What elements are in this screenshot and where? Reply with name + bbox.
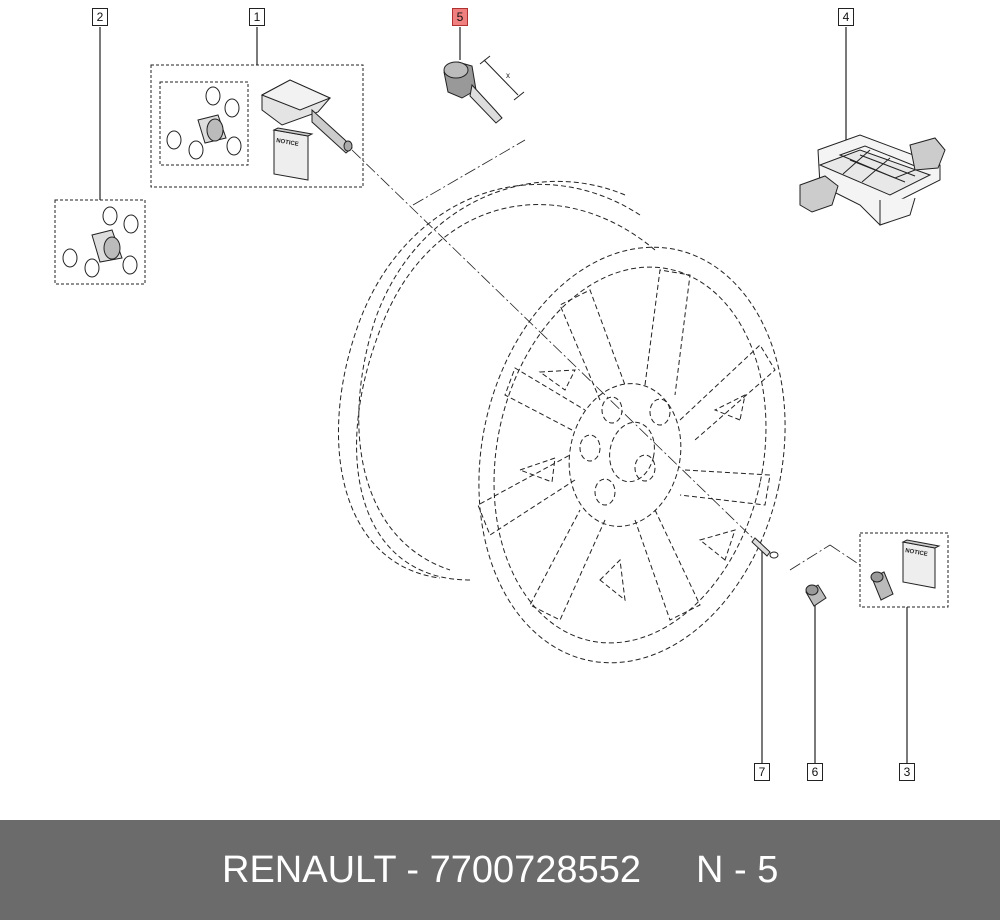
cap-kit-3-box: [859, 532, 949, 608]
callout-5: 5: [452, 8, 468, 26]
notice-booklet-label: NOTICE: [276, 138, 299, 148]
valve-part-5: [443, 55, 525, 124]
wheel-outline: [337, 180, 786, 664]
valve-stem-part-7: [751, 537, 779, 559]
seal-kit-2-box: [54, 199, 146, 285]
callout-6: 6: [807, 763, 823, 781]
exploded-parts-diagram: NOTICE NOTICE x: [54, 27, 949, 763]
part-number-footer: RENAULT - 7700728552 N - 5: [0, 820, 1000, 920]
callout-1: 1: [249, 8, 265, 26]
callout-2: 2: [92, 8, 108, 26]
control-module-part-4: [799, 134, 946, 226]
notice-booklet-label-kit3: NOTICE: [905, 548, 928, 558]
part-title: RENAULT - 7700728552: [222, 849, 641, 891]
dimension-label: x: [506, 71, 510, 80]
callout-4: 4: [838, 8, 854, 26]
part-reference: N - 5: [696, 849, 779, 891]
valve-cap-part-6: [805, 584, 827, 607]
callout-leaders: [99, 27, 908, 763]
callout-3: 3: [899, 763, 915, 781]
leader-lines: [351, 139, 861, 571]
sensor-kit-1-box: [150, 64, 364, 188]
callout-7: 7: [754, 763, 770, 781]
